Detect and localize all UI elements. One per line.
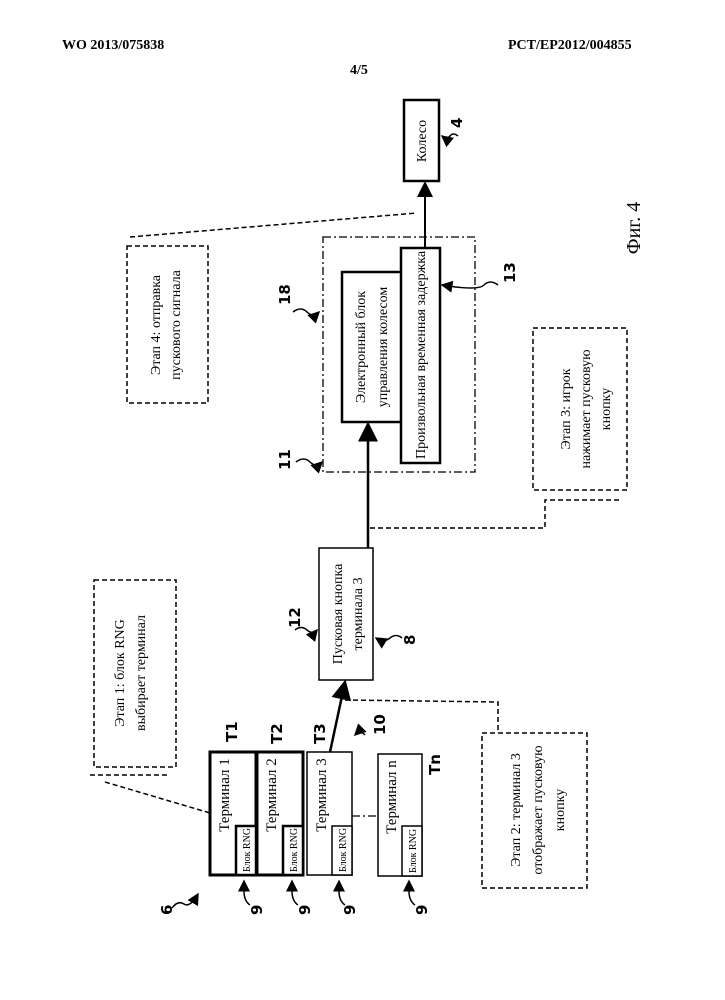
- random-delay-text: Произвольная временная задержка: [414, 250, 429, 459]
- terminal-1-label: Терминал 1: [217, 758, 233, 832]
- step3-text-3: кнопку: [599, 388, 614, 430]
- leader-9-t3: [339, 881, 345, 905]
- terminal-3-label: Терминал 3: [314, 758, 330, 832]
- rng-3-label: Блок RNG: [338, 828, 349, 872]
- terminal-2-label: Терминал 2: [264, 758, 280, 832]
- ref-11: 11: [276, 449, 294, 470]
- leader-12: [295, 628, 317, 633]
- step1-text-1: Этап 1: блок RNG: [113, 619, 128, 727]
- step2-text-1: Этап 2: терминал 3: [509, 753, 524, 867]
- step4-connector: [130, 213, 417, 237]
- step2-text-2: отображает пусковую: [531, 745, 546, 874]
- rng-n-label: Блок RNG: [408, 829, 419, 873]
- step2-text-3: кнопку: [553, 789, 568, 831]
- step3-text-1: Этап 3: игрок: [559, 368, 574, 449]
- terminal-n: Терминал n Блок RNG Tn: [378, 754, 444, 876]
- figure-caption: Фиг. 4: [623, 202, 645, 254]
- leader-9-t1: [244, 881, 250, 905]
- step3-connector: [370, 500, 620, 528]
- leader-10: [355, 733, 365, 736]
- ref-10: 10: [371, 714, 389, 735]
- start-button-text-1: Пусковая кнопка: [331, 563, 346, 664]
- ref-12: 12: [286, 607, 304, 628]
- wheel-label: Колесо: [415, 120, 430, 162]
- ref-t3: T3: [311, 723, 329, 744]
- step4-box: [127, 246, 208, 403]
- step4-text-2: пускового сигнала: [169, 269, 184, 379]
- ref-18: 18: [276, 284, 294, 305]
- ref-tn: Tn: [426, 754, 444, 775]
- ref-t1: T1: [223, 721, 241, 742]
- ref-8: 8: [401, 635, 419, 645]
- leader-8: [376, 636, 402, 641]
- leader-4: [442, 134, 458, 138]
- ref-t2: T2: [268, 723, 286, 744]
- terminal-2: Терминал 2 Блок RNG T2: [257, 723, 303, 875]
- leader-9-t2: [292, 881, 298, 905]
- step4-text-1: Этап 4: отправка: [149, 274, 164, 375]
- leader-9-tn: [409, 881, 415, 905]
- terminal-3: Терминал 3 Блок RNG T3: [307, 723, 352, 875]
- leader-13: [442, 282, 498, 288]
- step1-connector: [105, 782, 210, 813]
- terminal-1: Терминал 1 Блок RNG T1: [210, 721, 256, 875]
- step3-text-2: нажимает пусковую: [579, 349, 594, 468]
- ref-9-t2: 9: [296, 905, 314, 915]
- rng-1-label: Блок RNG: [242, 828, 253, 872]
- terminal-n-label: Терминал n: [384, 760, 400, 834]
- ref-4: 4: [448, 118, 466, 128]
- arrow-terminal3-to-button: [330, 682, 345, 752]
- leader-11: [296, 459, 322, 465]
- ref-9-t1: 9: [248, 905, 266, 915]
- ref-9-tn: 9: [413, 905, 431, 915]
- wheel-control-text-2: управления колесом: [376, 287, 391, 408]
- leader-18: [293, 309, 319, 315]
- wheel-control-block: [342, 272, 403, 422]
- ref-9-t3: 9: [341, 905, 359, 915]
- wheel-control-text-1: Электронный блок: [354, 291, 369, 403]
- start-button-text-2: терминала 3: [351, 577, 366, 650]
- rng-2-label: Блок RNG: [289, 828, 300, 872]
- step1-text-2: выбирает терминал: [134, 615, 149, 731]
- step2-connector: [345, 700, 498, 733]
- ref-13: 13: [501, 262, 519, 283]
